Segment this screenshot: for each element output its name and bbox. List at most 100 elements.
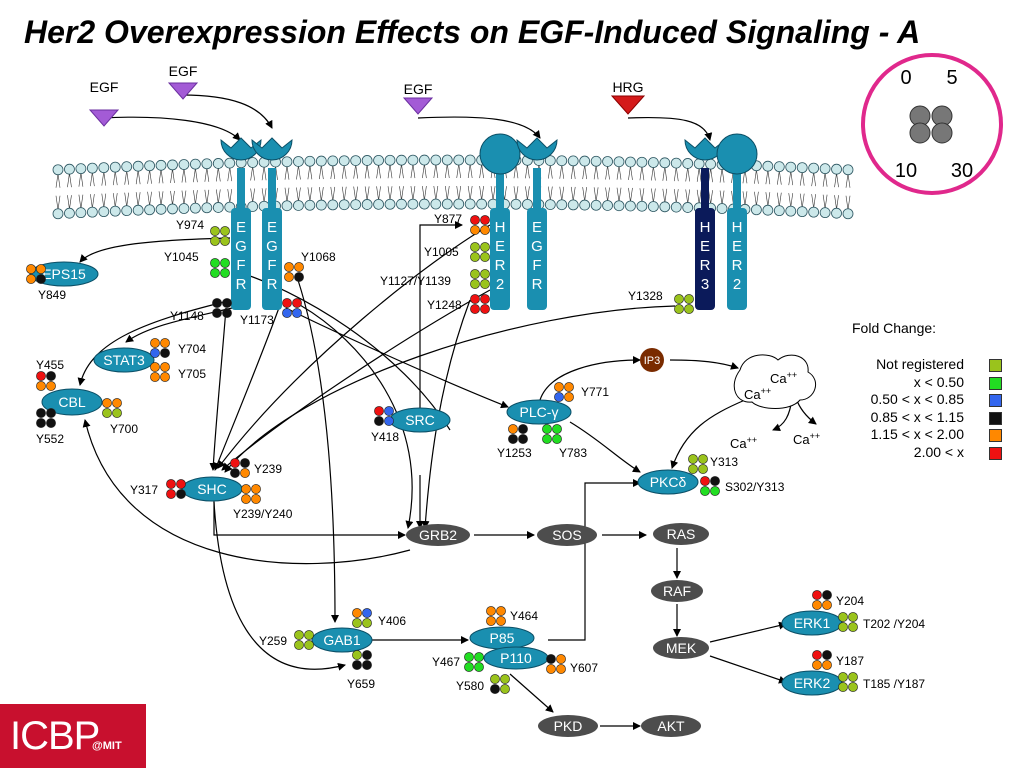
phosphosite-dot	[838, 612, 848, 622]
phosphosite-dot	[36, 418, 46, 428]
phosphosite-dot	[698, 454, 708, 464]
phosphosite-cluster	[508, 424, 528, 444]
phosphosite-dot	[284, 262, 294, 272]
phosphosite-cluster	[700, 476, 720, 496]
phosphosite-dot	[26, 264, 36, 274]
phosphosite-dot	[160, 372, 170, 382]
phosphosite-dots	[26, 215, 858, 694]
sos-node: SOS	[537, 524, 597, 546]
her2-receptor-1-letter: E	[495, 238, 505, 255]
phosphosite-dot	[474, 662, 484, 672]
phosphosite-dot	[362, 650, 372, 660]
phosphosite-dot	[284, 272, 294, 282]
phosphosite-dot	[210, 236, 220, 246]
phosphosite-dot	[474, 652, 484, 662]
svg-text:EPS15: EPS15	[42, 266, 86, 282]
calcium-store	[733, 354, 817, 409]
phosphosite-cluster	[688, 454, 708, 474]
svg-text:0: 0	[900, 67, 911, 89]
phosphosite-dot	[710, 486, 720, 496]
phosphosite-dot	[480, 294, 490, 304]
phosphosite-dot	[556, 654, 566, 664]
site-y771: Y771	[581, 385, 609, 399]
svg-text:STAT3: STAT3	[103, 352, 145, 368]
phosphosite-cluster	[470, 269, 490, 289]
phosphosite-dot	[486, 616, 496, 626]
phosphosite-dot	[352, 650, 362, 660]
phosphosite-dot	[554, 382, 564, 392]
phosphosite-dot	[464, 652, 474, 662]
phosphosite-dot	[812, 590, 822, 600]
svg-text:PLC-γ: PLC-γ	[520, 404, 559, 420]
phosphosite-cluster	[464, 652, 484, 672]
site-y239: Y239	[254, 462, 282, 476]
site-y1005: Y1005	[424, 245, 459, 259]
phosphosite-cluster	[150, 362, 170, 382]
phosphosite-dot	[36, 371, 46, 381]
phosphosite-dot	[486, 606, 496, 616]
phosphosite-dot	[292, 298, 302, 308]
phosphosite-dot	[36, 408, 46, 418]
egfr-receptor-3-letter: F	[532, 257, 541, 274]
svg-text:Ca++: Ca++	[730, 435, 757, 451]
calcium-ions: Ca++ Ca++ Ca++ Ca++	[730, 370, 820, 451]
phosphosite-dot	[470, 304, 480, 314]
phosphosite-cluster	[374, 406, 394, 426]
egfr-receptor-1-letter: G	[235, 238, 247, 255]
phosphosite-dot	[500, 684, 510, 694]
raf-node: RAF	[651, 580, 703, 602]
site-y1045: Y1045	[164, 250, 199, 264]
hrg-ligand: HRG	[610, 79, 646, 115]
legend-label: Not registered	[876, 356, 964, 372]
site-y455: Y455	[36, 358, 64, 372]
her3-receptor-letter: H	[700, 219, 711, 236]
phosphosite-dot	[150, 362, 160, 372]
phosphosite-dot	[46, 408, 56, 418]
phosphosite-dot	[564, 382, 574, 392]
phosphosite-cluster	[352, 650, 372, 670]
egfr-receptor-2-letter: F	[267, 257, 276, 274]
phosphosite-dot	[240, 468, 250, 478]
phosphosite-dot	[812, 600, 822, 610]
phosphosite-dot	[222, 298, 232, 308]
phosphosite-dot	[241, 484, 251, 494]
p85-node: P85	[469, 626, 535, 650]
phosphosite-dot	[480, 252, 490, 262]
phosphosite-cluster	[674, 294, 694, 314]
erk2-node: ERK2	[781, 670, 843, 696]
site-y259: Y259	[259, 634, 287, 648]
svg-text:Ca++: Ca++	[793, 431, 820, 447]
phosphosite-dot	[294, 630, 304, 640]
phosphosite-cluster	[36, 408, 56, 428]
phosphosite-dot	[282, 298, 292, 308]
phosphosite-dot	[490, 684, 500, 694]
legend-row: 1.15 < x < 2.00	[852, 426, 1002, 444]
svg-text:GRB2: GRB2	[419, 527, 457, 543]
phosphosite-dot	[700, 486, 710, 496]
site-y552: Y552	[36, 432, 64, 446]
legend-label: 0.85 < x < 1.15	[870, 408, 964, 425]
phosphosite-cluster	[102, 398, 122, 418]
phosphosite-dot	[552, 424, 562, 434]
phosphosite-dot	[102, 408, 112, 418]
phosphosite-dot	[210, 258, 220, 268]
egfr-receptor-2-letter: G	[266, 238, 278, 255]
phosphosite-dot	[480, 215, 490, 225]
site-y705: Y705	[178, 367, 206, 381]
svg-text:PKD: PKD	[554, 718, 583, 734]
phosphosite-cluster	[241, 484, 261, 504]
her2-receptor-1-letter: H	[495, 219, 506, 236]
phosphosite-dot	[838, 682, 848, 692]
page-title: Her2 Overexpression Effects on EGF-Induc…	[24, 14, 921, 50]
phosphosite-cluster	[166, 479, 186, 499]
phosphosite-dot	[160, 338, 170, 348]
phosphosite-dot	[352, 608, 362, 618]
phosphosite-dot	[150, 338, 160, 348]
phosphosite-dot	[220, 236, 230, 246]
svg-text:HRG: HRG	[612, 79, 643, 95]
phosphosite-dot	[470, 269, 480, 279]
